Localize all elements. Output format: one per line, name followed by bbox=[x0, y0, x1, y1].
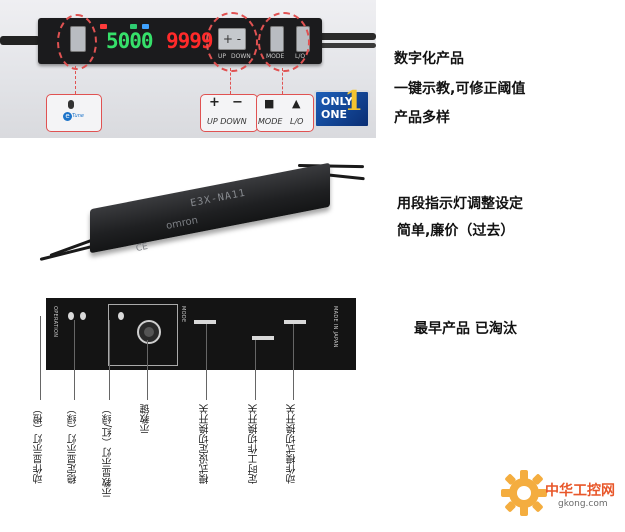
tune-icon: e bbox=[63, 112, 72, 121]
watermark-url: gkong.com bbox=[558, 499, 608, 509]
panel3-caption: 最早产品 已淘汰 bbox=[414, 321, 517, 337]
plus-symbol: + bbox=[209, 95, 220, 110]
made-in-text: MADE IN JAPAN bbox=[332, 306, 338, 348]
mode-highlight-ring bbox=[258, 12, 310, 72]
teach-panel-frame bbox=[108, 304, 178, 366]
stable-led bbox=[130, 24, 137, 29]
red-display: 9999 bbox=[166, 29, 214, 53]
lo-symbol: ▲ bbox=[292, 97, 301, 110]
output-cable bbox=[318, 33, 376, 40]
panel1-caption-line2: 一键示教,可修正阈值 bbox=[394, 81, 526, 97]
stable-led-old bbox=[80, 312, 86, 320]
digital-amplifier-photo: 5000 9999 + - UP DOWN MODE L/O e Tune + … bbox=[0, 0, 376, 138]
setting-led bbox=[142, 24, 149, 29]
mode-text: MODE bbox=[180, 306, 186, 323]
lo-caption: L/O bbox=[290, 117, 304, 126]
leader-timer-switch bbox=[255, 340, 256, 400]
leader-mode-switch bbox=[206, 324, 207, 400]
leader-stable-led bbox=[74, 320, 75, 400]
tune-icon-text: Tune bbox=[72, 113, 84, 119]
label-area-1: OPERATION bbox=[52, 306, 58, 338]
part-label-teach-button: 示教键 bbox=[141, 404, 152, 434]
sensor-body bbox=[90, 162, 330, 254]
part-label-operation-mode-switch: 动作模式切换开关 bbox=[287, 404, 298, 484]
mode-symbol: ■ bbox=[264, 97, 275, 110]
tune-callout bbox=[46, 94, 102, 132]
leader-teach-button bbox=[147, 340, 148, 400]
part-label-teach-led: 示教显示灯（红/绿） bbox=[103, 404, 114, 498]
badge-line-1: ONLY bbox=[321, 95, 353, 108]
segment-sensor-photo: E3X-NA11 omron CE bbox=[39, 158, 376, 272]
teach-led bbox=[118, 312, 124, 320]
input-cable bbox=[0, 36, 40, 45]
leader-teach-led bbox=[109, 320, 110, 400]
legacy-sensor-front: OPERATION MODE MADE IN JAPAN bbox=[46, 298, 356, 370]
teach-button-knob bbox=[137, 320, 161, 344]
part-label-stable-led: 稳定显示灯（绿） bbox=[68, 404, 79, 484]
panel1-caption-line1: 数字化产品 bbox=[394, 51, 464, 67]
ce-mark: CE bbox=[135, 241, 149, 255]
badge-line-2: ONE bbox=[321, 108, 348, 121]
updown-leader bbox=[230, 68, 231, 94]
panel1-caption-line3: 产品多样 bbox=[394, 110, 450, 126]
panel2-caption-line2: 简单,廉价（过去） bbox=[397, 223, 515, 239]
panel2-caption-line1: 用段指示灯调整设定 bbox=[397, 196, 523, 212]
tune-leader bbox=[75, 66, 76, 94]
part-label-timer-switch: 定时工作切换开关 bbox=[249, 404, 260, 484]
part-label-operation-led: 动作显示灯（橙） bbox=[34, 404, 45, 484]
output-cable-lower bbox=[318, 43, 376, 48]
updown-callout bbox=[200, 94, 258, 132]
only-one-badge: ONLY ONE 1 bbox=[314, 86, 370, 128]
watermark-gear-icon bbox=[501, 470, 547, 516]
operation-led bbox=[68, 312, 74, 320]
operation-mode-switch bbox=[284, 320, 306, 324]
leader-operation-mode-switch bbox=[293, 324, 294, 400]
part-label-mode-switch: 模式设定切换开关 bbox=[200, 404, 211, 484]
timer-switch bbox=[252, 336, 274, 340]
watermark-name: 中华工控网 bbox=[545, 483, 615, 499]
leader-operation-led bbox=[40, 316, 41, 400]
tune-highlight-ring bbox=[57, 14, 97, 70]
badge-digit: 1 bbox=[344, 86, 363, 117]
green-display: 5000 bbox=[106, 29, 154, 53]
mode-caption: MODE bbox=[258, 117, 283, 126]
updown-caption: UP DOWN bbox=[207, 117, 247, 126]
mode-leader bbox=[282, 68, 283, 94]
mode-callout bbox=[256, 94, 314, 132]
output-led bbox=[100, 24, 107, 29]
updown-highlight-ring bbox=[206, 12, 258, 72]
mode-switch bbox=[194, 320, 216, 324]
minus-symbol: − bbox=[232, 95, 243, 110]
